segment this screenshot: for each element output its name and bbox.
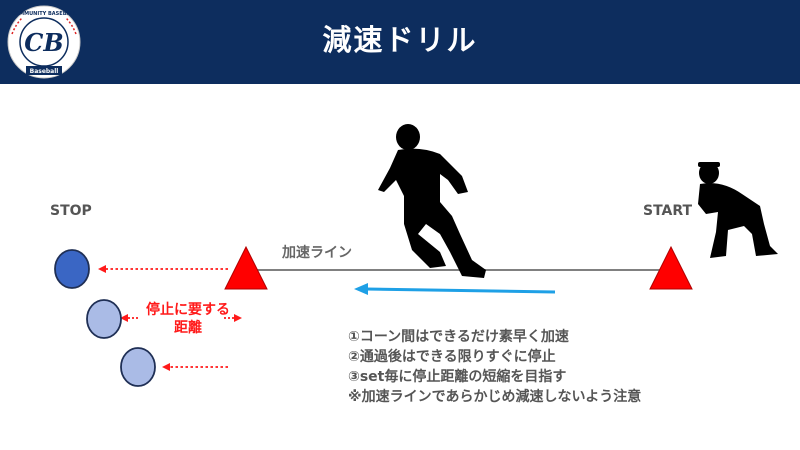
instruction-item: ①コーン間はできるだけ素早く加速 xyxy=(348,329,569,345)
stopping-distance-line-1: 停止に要する xyxy=(146,302,230,318)
direction-arrow xyxy=(365,287,556,294)
running-player-icon xyxy=(378,124,486,278)
drill-diagram xyxy=(54,124,778,387)
stop-marker-1 xyxy=(54,249,90,289)
start-cone-icon xyxy=(649,245,693,290)
start-label: START xyxy=(643,203,693,219)
direction-arrowhead-icon xyxy=(354,283,368,295)
ready-player-icon xyxy=(698,162,778,258)
logo-monogram: CB xyxy=(24,28,63,57)
instruction-item: ※加速ラインであらかじめ減速しないよう注意 xyxy=(348,389,642,405)
stop-marker-3 xyxy=(120,347,156,387)
page-title: 減速ドリル xyxy=(322,23,478,57)
logo-ring-top: COMMUNITY BASEBALL xyxy=(11,11,77,17)
instruction-item: ③set毎に停止距離の短縮を目指す xyxy=(348,369,567,385)
logo-ring-bottom: Baseball xyxy=(30,68,59,75)
instructions-list: ①コーン間はできるだけ素早く加速 ②通過後はできる限りすぐに停止 ③set毎に停… xyxy=(348,327,641,407)
stop-marker-2 xyxy=(86,299,122,339)
acceleration-line-label: 加速ライン xyxy=(282,245,352,261)
stop-cone-icon xyxy=(224,245,268,290)
stopping-distance-line-2: 距離 xyxy=(174,320,202,336)
stopping-distance-label: 停止に要する 距離 xyxy=(138,301,238,337)
stop-label: STOP xyxy=(50,203,92,219)
instruction-item: ②通過後はできる限りすぐに停止 xyxy=(348,349,556,365)
header-bar: CB COMMUNITY BASEBALL Baseball 減速ドリル xyxy=(0,0,800,84)
team-logo-icon: CB COMMUNITY BASEBALL Baseball xyxy=(7,5,81,79)
